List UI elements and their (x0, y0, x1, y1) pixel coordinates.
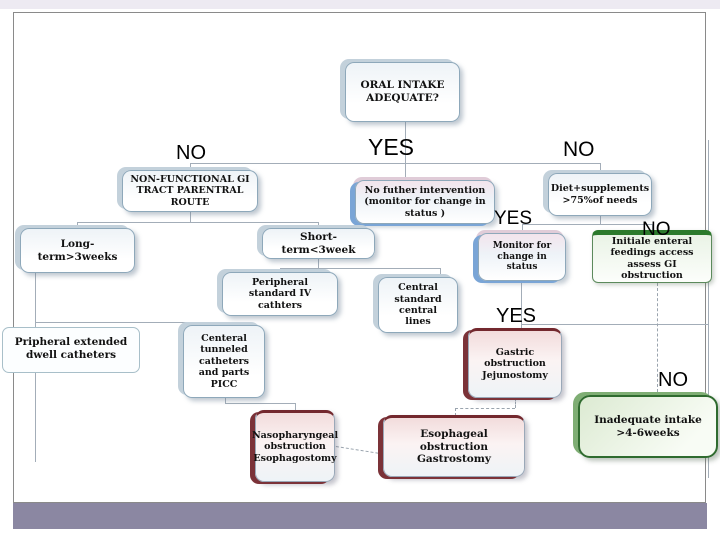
node-inadequate-intake: Inadequate intake >4-6weeks (578, 395, 718, 458)
connector-line (280, 268, 440, 269)
bottom-accent-bar (13, 503, 707, 529)
label-yes-mid: YES (494, 208, 533, 229)
node-non-functional-gi: NON-FUNCTIONAL GI TRACT PARENTRAL ROUTE (122, 170, 258, 212)
connector-line (77, 222, 78, 230)
connector-line (318, 222, 319, 230)
connector-line (228, 322, 229, 327)
connector-line (600, 215, 601, 224)
node-peripheral-extended-dwell: Pripheral extended dwell catheters (2, 327, 140, 373)
node-initial-enteral-feedings: Initiale enteral feedings access assess … (592, 230, 712, 283)
connector-line (708, 140, 709, 478)
node-long-term: Long-term>3weeks (20, 228, 135, 273)
label-no-top-left: NO (176, 142, 206, 164)
connector-line (613, 392, 657, 393)
node-esophageal-obstruction: Esophageal obstruction Gastrostomy (383, 415, 525, 477)
label-no-top-right: NO (563, 138, 595, 161)
node-short-term: Short-term<3week (262, 228, 375, 259)
node-no-further-intervention: No futher intervention (monitor for chan… (355, 180, 495, 224)
connector-line (405, 163, 406, 182)
connector-line (440, 268, 441, 278)
connector-line (280, 268, 281, 273)
connector-line (522, 224, 523, 233)
connector-line-dashed (515, 398, 516, 408)
connector-line (190, 210, 191, 222)
connector-line (405, 122, 406, 163)
node-peripheral-standard-iv: Peripheral standard IV cathters (222, 272, 338, 316)
connector-line (521, 324, 522, 330)
connector-line (521, 280, 522, 324)
connector-line (652, 224, 653, 232)
connector-line (600, 163, 601, 175)
connector-line (190, 163, 600, 164)
connector-line-dashed (455, 408, 515, 409)
node-central-tunneled-picc: Centeral tunneled catheters and parts PI… (183, 325, 265, 398)
connector-line (77, 222, 318, 223)
connector-line (613, 392, 614, 396)
connector-line (35, 322, 228, 323)
connector-line (318, 258, 319, 268)
connector-line (295, 403, 296, 411)
node-monitor-change: Monitor for change in status (478, 233, 566, 281)
connector-line (190, 163, 191, 172)
connector-line (521, 324, 708, 325)
connector-line (522, 224, 652, 225)
top-accent-strip (0, 0, 720, 9)
node-central-standard-lines: Central standard central lines (378, 277, 458, 333)
connector-line-dashed (657, 283, 658, 392)
label-no-lower: NO (658, 369, 688, 391)
connector-line-dashed (455, 408, 456, 416)
connector-line (225, 398, 226, 404)
label-yes-lower: YES (496, 305, 537, 327)
node-oral-intake: ORAL INTAKE ADEQUATE? (345, 62, 460, 122)
label-yes-top: YES (368, 134, 415, 160)
label-no-mid: NO (642, 219, 671, 240)
node-gastric-obstruction: Gastric obstruction Jejunostomy (468, 328, 562, 398)
connector-line (225, 403, 295, 404)
node-nasopharyngeal-obstruction: Nasopharyngeal obstruction Esophagostomy (252, 410, 338, 482)
node-diet-supplements: Diet+supplements >75%of needs (548, 173, 652, 216)
